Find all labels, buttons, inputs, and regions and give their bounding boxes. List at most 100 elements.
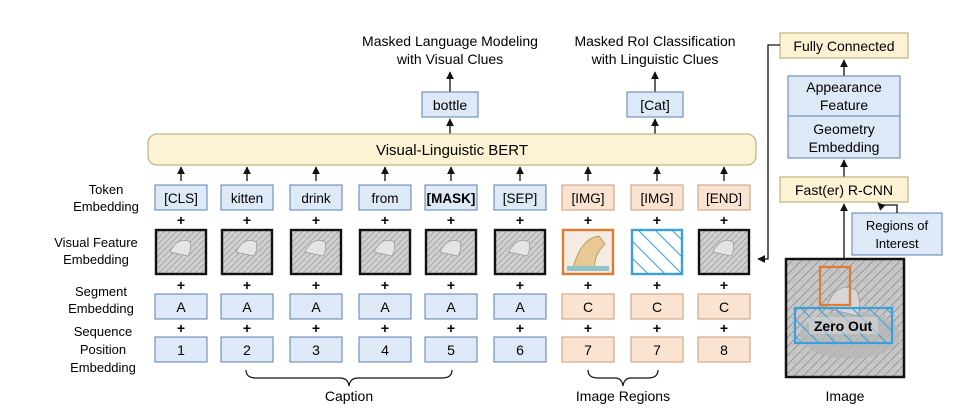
mrc-title-line2: with Linguistic Clues bbox=[591, 51, 719, 67]
cat-shape bbox=[712, 240, 734, 257]
position-label: 1 bbox=[177, 342, 185, 358]
token-label: [IMG] bbox=[641, 191, 674, 206]
image-label: Image bbox=[826, 388, 865, 404]
visual-feature-image bbox=[154, 228, 208, 276]
plus-sign: + bbox=[312, 212, 320, 228]
fully-connected-label: Fully Connected bbox=[793, 38, 894, 54]
position-label: 8 bbox=[720, 342, 728, 358]
row-label-position-3: Embedding bbox=[70, 360, 136, 375]
plus-sign: + bbox=[243, 212, 251, 228]
plus-sign: + bbox=[516, 277, 524, 293]
segment-box bbox=[358, 293, 412, 320]
plus-sign: + bbox=[243, 320, 251, 336]
plus-sign: + bbox=[243, 277, 251, 293]
input-columns: [CLS]+++A1kitten+++A2drink+++A3from+++A4… bbox=[154, 166, 751, 363]
segment-label: A bbox=[176, 299, 186, 315]
visual-linguistic-bert-block bbox=[147, 133, 757, 166]
appearance-label-2: Feature bbox=[820, 97, 868, 113]
roi-base bbox=[567, 266, 609, 271]
regions-label-2: Interest bbox=[875, 236, 919, 251]
faster-rcnn-box bbox=[779, 176, 909, 203]
plus-sign: + bbox=[584, 277, 592, 293]
cat-shape bbox=[508, 240, 530, 257]
position-label: 2 bbox=[243, 342, 251, 358]
arrow-fc-visual-feature bbox=[757, 44, 780, 263]
row-label-token-1: Token bbox=[89, 182, 124, 197]
bert-label: Visual-Linguistic BERT bbox=[376, 142, 528, 159]
position-label: 6 bbox=[516, 342, 524, 358]
cat-shape bbox=[373, 240, 395, 257]
position-box bbox=[220, 336, 274, 363]
plus-sign: + bbox=[653, 320, 661, 336]
position-box bbox=[630, 336, 684, 363]
plus-sign: + bbox=[720, 320, 728, 336]
token-box bbox=[630, 184, 684, 211]
row-label-visual-1: Visual Feature bbox=[54, 235, 138, 250]
token-label: [MASK] bbox=[427, 191, 476, 206]
mlm-output-box bbox=[421, 91, 479, 118]
segment-label: A bbox=[446, 299, 456, 315]
position-box bbox=[154, 336, 208, 363]
mrc-output-box bbox=[626, 91, 684, 118]
position-box bbox=[289, 336, 343, 363]
token-label: [END] bbox=[706, 191, 742, 206]
segment-box bbox=[154, 293, 208, 320]
cat-shape bbox=[235, 240, 257, 257]
token-box bbox=[358, 184, 412, 211]
plus-sign: + bbox=[312, 320, 320, 336]
mlm-output-label: bottle bbox=[433, 97, 467, 113]
row-label-position-2: Position bbox=[80, 342, 126, 357]
regions-label-1: Regions of bbox=[866, 218, 929, 233]
cat-shape bbox=[169, 240, 191, 257]
token-box bbox=[289, 184, 343, 211]
row-label-position-1: Sequence bbox=[74, 324, 133, 339]
position-label: 7 bbox=[584, 342, 592, 358]
mrc-title-line1: Masked RoI Classification bbox=[574, 33, 735, 49]
region-of-interest-orange bbox=[818, 265, 852, 307]
row-label-visual-2: Embedding bbox=[63, 252, 129, 267]
segment-label: A bbox=[242, 299, 252, 315]
plus-sign: + bbox=[312, 277, 320, 293]
token-label: drink bbox=[301, 191, 331, 206]
token-box bbox=[220, 184, 274, 211]
arrow-regions-rcnn-head bbox=[877, 202, 886, 211]
image-regions-brace bbox=[587, 369, 659, 387]
bottle-shape bbox=[572, 235, 606, 271]
row-label-segment-2: Embedding bbox=[68, 301, 134, 316]
plus-sign: + bbox=[381, 320, 389, 336]
row-label-segment-1: Segment bbox=[75, 284, 127, 299]
position-box bbox=[493, 336, 547, 363]
token-box bbox=[493, 184, 547, 211]
segment-box bbox=[493, 293, 547, 320]
fully-connected-box bbox=[779, 32, 909, 59]
plus-sign: + bbox=[177, 320, 185, 336]
token-box bbox=[424, 184, 478, 211]
position-box bbox=[424, 336, 478, 363]
position-box bbox=[561, 336, 615, 363]
appearance-label-1: Appearance bbox=[806, 79, 882, 95]
segment-box bbox=[220, 293, 274, 320]
faster-rcnn-label: Fast(er) R-CNN bbox=[795, 182, 893, 198]
plus-sign: + bbox=[177, 212, 185, 228]
position-label: 3 bbox=[312, 342, 320, 358]
image-panel: Zero Out bbox=[784, 257, 906, 379]
plus-sign: + bbox=[177, 277, 185, 293]
segment-box bbox=[424, 293, 478, 320]
position-box bbox=[697, 336, 751, 363]
segment-box bbox=[561, 293, 615, 320]
plus-sign: + bbox=[720, 212, 728, 228]
segment-box bbox=[630, 293, 684, 320]
plus-sign: + bbox=[653, 277, 661, 293]
position-label: 4 bbox=[381, 342, 389, 358]
segment-label: C bbox=[583, 299, 593, 315]
plus-sign: + bbox=[447, 212, 455, 228]
geometry-embedding-box bbox=[787, 115, 901, 159]
token-label: [CLS] bbox=[164, 191, 198, 206]
geometry-label-2: Embedding bbox=[809, 139, 880, 155]
arrow-regions-rcnn bbox=[880, 204, 898, 213]
token-box bbox=[154, 184, 208, 211]
token-box bbox=[561, 184, 615, 211]
caption-brace bbox=[245, 369, 453, 387]
segment-label: A bbox=[380, 299, 390, 315]
mlm-title-line2: with Visual Clues bbox=[396, 51, 503, 67]
